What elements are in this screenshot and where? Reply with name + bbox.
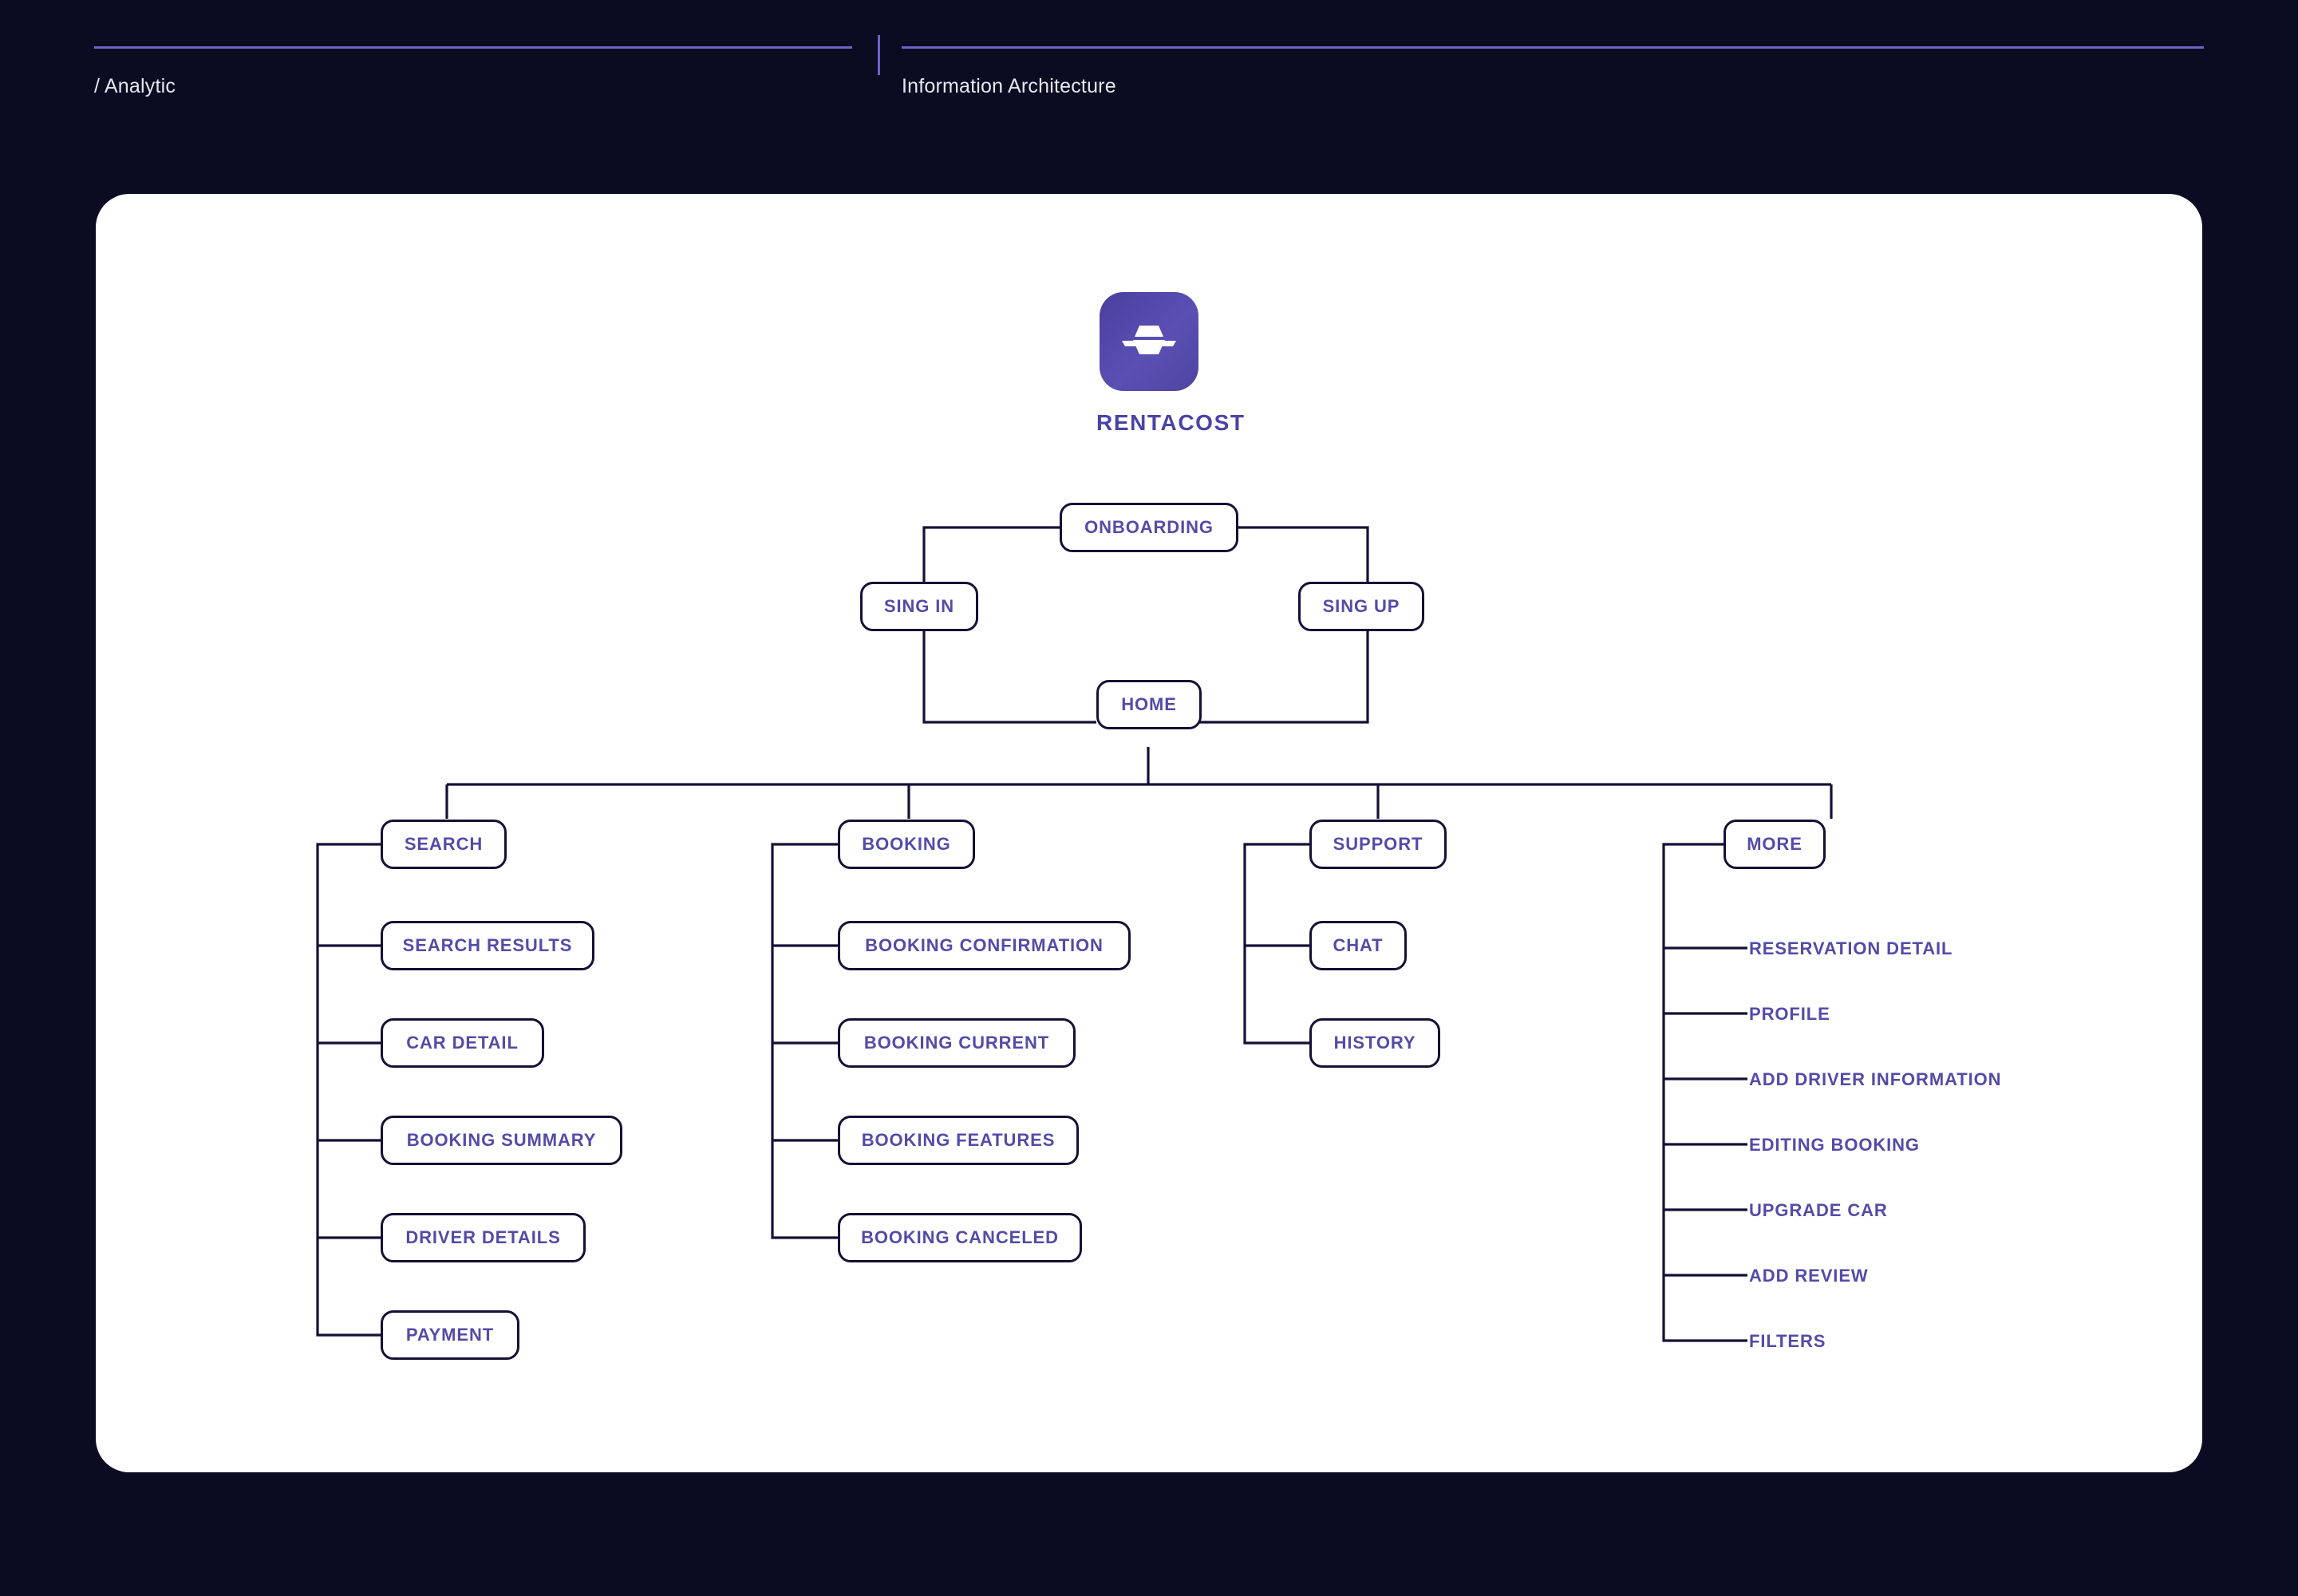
node-label: HISTORY (1333, 1033, 1416, 1053)
node-payment[interactable]: PAYMENT (381, 1310, 519, 1360)
leaf-filters[interactable]: FILTERS (1749, 1333, 1826, 1350)
breadcrumb: / Analytic (94, 75, 176, 97)
node-booking-canceled[interactable]: BOOKING CANCELED (838, 1213, 1082, 1262)
leaf-label-text: PROFILE (1749, 1004, 1830, 1024)
node-label: BOOKING (862, 834, 951, 854)
leaf-label-text: EDITING BOOKING (1749, 1135, 1920, 1155)
leaf-profile[interactable]: PROFILE (1749, 1005, 1830, 1023)
node-label: BOOKING SUMMARY (406, 1130, 597, 1150)
node-booking-summary[interactable]: BOOKING SUMMARY (381, 1116, 622, 1165)
node-car-detail[interactable]: CAR DETAIL (381, 1018, 544, 1068)
leaf-label-text: ADD DRIVER INFORMATION (1749, 1069, 2002, 1089)
node-label: CHAT (1333, 935, 1384, 955)
node-booking[interactable]: BOOKING (838, 820, 975, 869)
node-label: SEARCH (404, 834, 484, 854)
node-search[interactable]: SEARCH (381, 820, 507, 869)
header-rule-left (94, 46, 852, 49)
node-label: PAYMENT (405, 1325, 495, 1345)
leaf-label-text: RESERVATION DETAIL (1749, 938, 1953, 958)
node-more[interactable]: MORE (1724, 820, 1826, 869)
brand-block: RENTACOST (1096, 292, 1246, 436)
node-support[interactable]: SUPPORT (1309, 820, 1447, 869)
leaf-upgrade-car[interactable]: UPGRADE CAR (1749, 1202, 1888, 1219)
leaf-label-text: ADD REVIEW (1749, 1266, 1869, 1286)
node-home[interactable]: HOME (1096, 680, 1202, 729)
node-label: BOOKING CONFIRMATION (865, 935, 1104, 955)
header-divider-vertical (878, 35, 880, 75)
car-logo-icon (1100, 292, 1198, 391)
header-rule-right (902, 46, 2204, 49)
page-title: Information Architecture (902, 75, 1116, 97)
node-label: SING UP (1322, 596, 1400, 616)
node-chat[interactable]: CHAT (1309, 921, 1407, 970)
brand-name: RENTACOST (1096, 410, 1246, 435)
node-sing-up[interactable]: SING UP (1298, 582, 1424, 631)
node-label: HOME (1121, 694, 1177, 714)
node-sing-in[interactable]: SING IN (860, 582, 978, 631)
node-driver-details[interactable]: DRIVER DETAILS (381, 1213, 586, 1262)
node-label: SEARCH RESULTS (402, 935, 573, 955)
node-label: SUPPORT (1333, 834, 1423, 854)
node-search-results[interactable]: SEARCH RESULTS (381, 921, 594, 970)
node-label: SING IN (883, 596, 955, 616)
node-label: MORE (1747, 834, 1802, 854)
node-label: DRIVER DETAILS (405, 1227, 561, 1247)
node-booking-confirmation[interactable]: BOOKING CONFIRMATION (838, 921, 1131, 970)
leaf-add-review[interactable]: ADD REVIEW (1749, 1267, 1869, 1285)
leaf-reservation-detail[interactable]: RESERVATION DETAIL (1749, 940, 1953, 958)
node-label: CAR DETAIL (406, 1033, 519, 1053)
node-booking-features[interactable]: BOOKING FEATURES (838, 1116, 1079, 1165)
leaf-label-text: UPGRADE CAR (1749, 1200, 1888, 1220)
leaf-label-text: FILTERS (1749, 1331, 1826, 1351)
leaf-add-driver-information[interactable]: ADD DRIVER INFORMATION (1749, 1071, 2001, 1088)
node-booking-current[interactable]: BOOKING CURRENT (838, 1018, 1076, 1068)
node-label: ONBOARDING (1084, 517, 1214, 537)
leaf-editing-booking[interactable]: EDITING BOOKING (1749, 1136, 1920, 1154)
node-onboarding[interactable]: ONBOARDING (1060, 503, 1238, 552)
node-label: BOOKING CANCELED (861, 1227, 1059, 1247)
node-label: BOOKING CURRENT (863, 1033, 1050, 1053)
node-label: BOOKING FEATURES (861, 1130, 1056, 1150)
node-history[interactable]: HISTORY (1309, 1018, 1440, 1068)
page-header (0, 0, 2298, 104)
